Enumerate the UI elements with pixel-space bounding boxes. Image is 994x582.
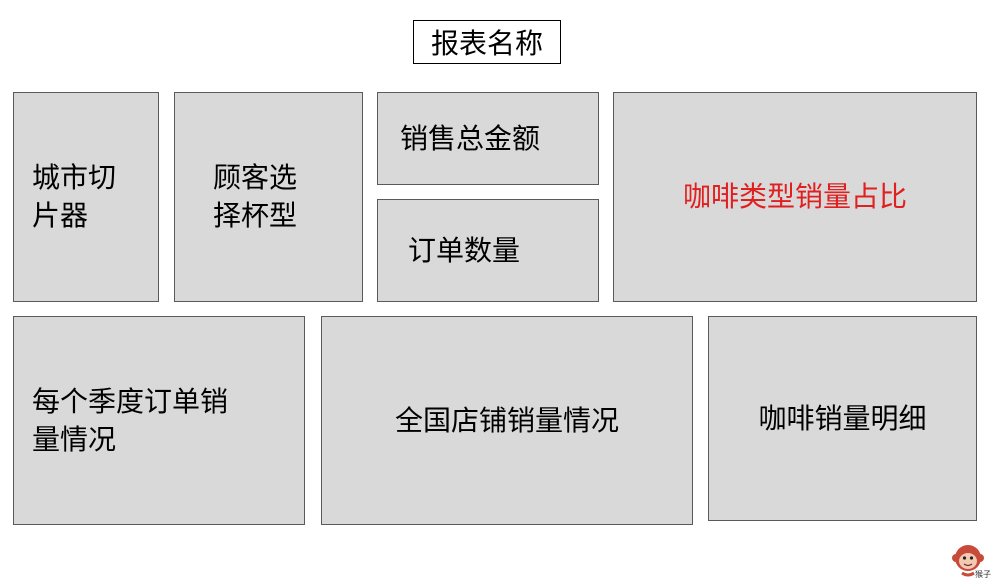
- panel-order-count-label: 订单数量: [408, 233, 521, 267]
- panel-coffee-detail[interactable]: 咖啡销量明细: [708, 316, 977, 521]
- panel-quarterly-orders-label: 每个季度订单销 量情况: [32, 384, 229, 456]
- panel-national-stores-label: 全国店铺销量情况: [394, 403, 619, 437]
- panel-total-sales[interactable]: 销售总金额: [377, 92, 599, 185]
- report-title: 报表名称: [413, 20, 561, 64]
- monkey-logo-icon: [952, 545, 984, 577]
- panel-cup-type[interactable]: 顾客选 择杯型: [174, 92, 363, 302]
- report-title-text: 报表名称: [430, 27, 543, 60]
- panel-cup-type-label: 顾客选 择杯型: [213, 161, 298, 232]
- panel-coffee-detail-label: 咖啡销量明细: [758, 401, 927, 435]
- panel-coffee-share-label: 咖啡类型销量占比: [682, 180, 907, 213]
- logo-caption: 猴子: [975, 570, 991, 579]
- panel-order-count[interactable]: 订单数量: [377, 199, 599, 302]
- panel-city-slicer[interactable]: 城市切 片器: [13, 92, 159, 302]
- panel-city-slicer-label: 城市切 片器: [32, 161, 117, 232]
- panel-quarterly-orders[interactable]: 每个季度订单销 量情况: [13, 316, 305, 525]
- panel-total-sales-label: 销售总金额: [400, 121, 541, 155]
- panel-national-stores[interactable]: 全国店铺销量情况: [321, 316, 693, 525]
- panel-coffee-share[interactable]: 咖啡类型销量占比: [613, 92, 977, 302]
